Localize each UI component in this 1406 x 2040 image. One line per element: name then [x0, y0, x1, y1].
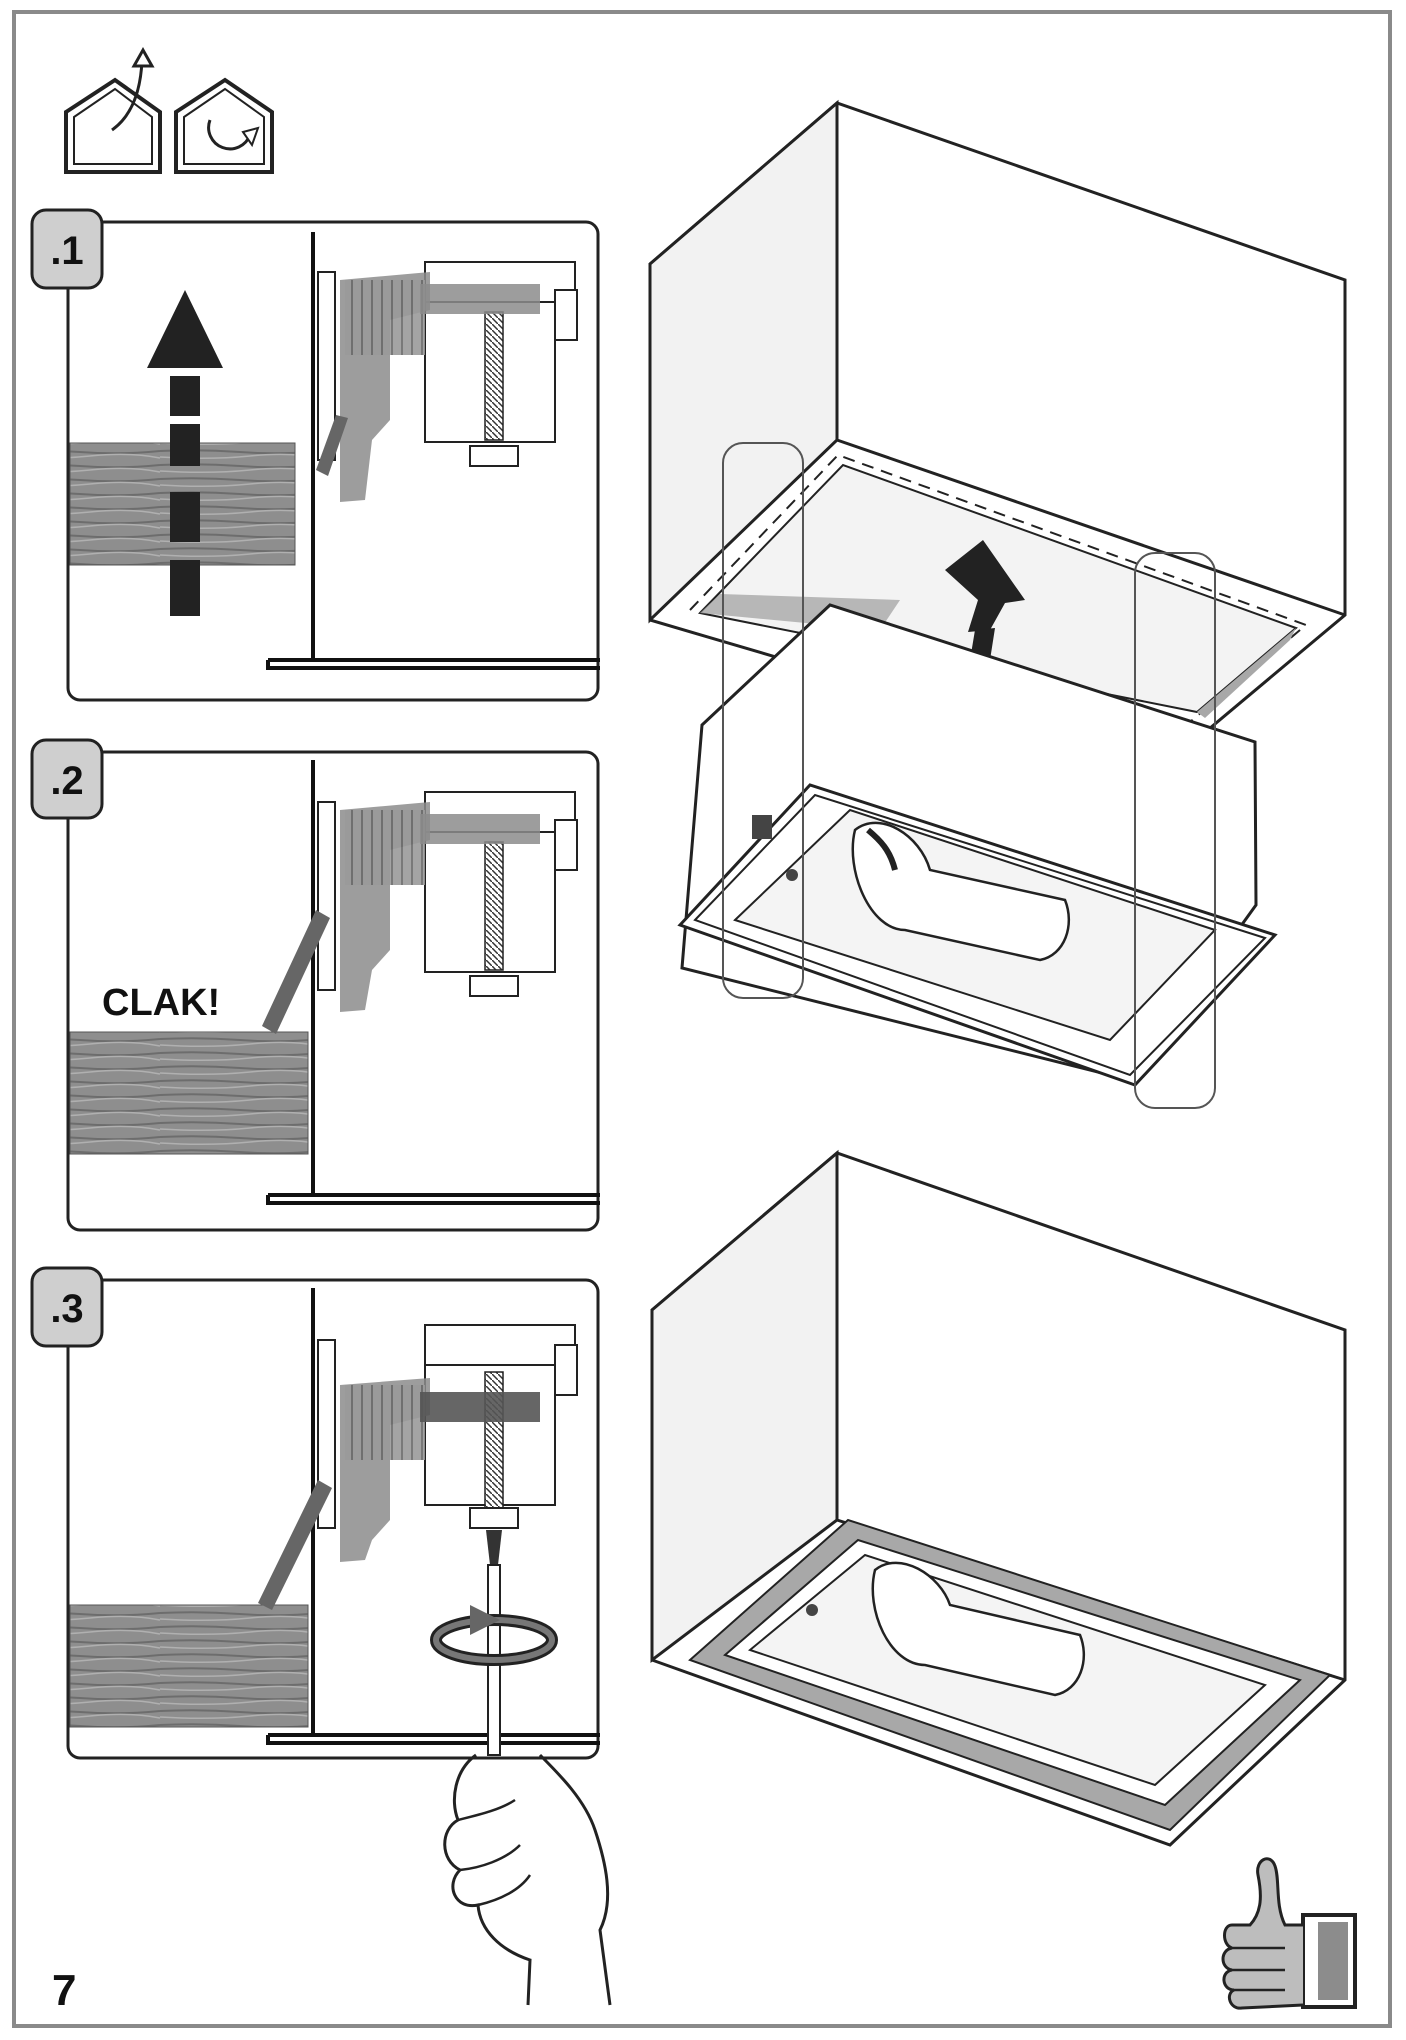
thumbs-up-icon [1221, 1857, 1357, 2010]
step-badge-2: .2 [30, 738, 104, 820]
step-panel-3 [66, 1278, 600, 1760]
rotate-arrow-icon [430, 1605, 558, 1666]
hood-unit [677, 603, 1278, 1087]
step-panel-1 [66, 220, 600, 702]
guide-outline-left [722, 442, 804, 999]
arrow-up-icon [147, 290, 223, 616]
page-border [12, 10, 1392, 2028]
guide-outline-right [1134, 552, 1216, 1109]
step-badge-3: .3 [30, 1266, 104, 1348]
blower-fan [851, 821, 1070, 962]
cabinet-wood-panel [69, 1604, 309, 1728]
step-badge-1: .1 [30, 208, 104, 290]
step-label-3: .3 [50, 1287, 83, 1331]
step-label-2: .2 [50, 759, 83, 803]
house-ducted-exhaust-icon [64, 46, 162, 174]
blower-fan [871, 1561, 1085, 1697]
hand-illustration [443, 1753, 612, 2006]
page-number: 7 [52, 1966, 76, 2015]
clamp-bracket [262, 791, 578, 1034]
clamp-bracket [316, 261, 578, 502]
cabinet-box-installed [650, 1149, 1347, 1847]
cabinet-wood-panel [69, 1031, 309, 1155]
clak-sound-label: CLAK! [102, 982, 220, 1024]
house-recirculation-icon [174, 77, 274, 174]
step-panel-2: CLAK! [66, 750, 600, 1232]
step-label-1: .1 [50, 229, 83, 273]
clamp-bracket [258, 1324, 578, 1610]
